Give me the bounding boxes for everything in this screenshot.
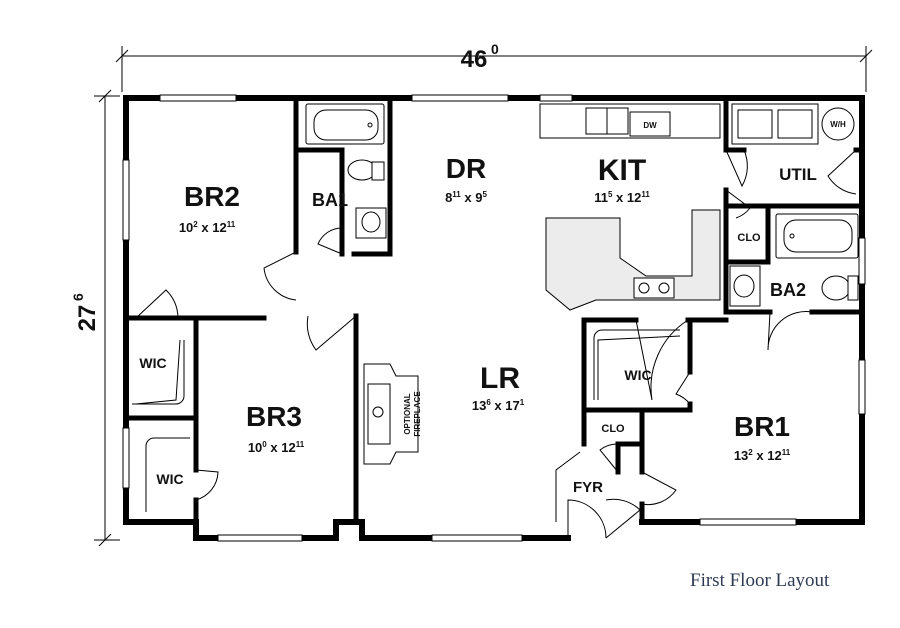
kitchen-fixtures: DW W/H [539, 103, 855, 311]
fireplace-label-line1: OPTIONAL [403, 393, 412, 434]
width-label: 46 [461, 46, 488, 73]
br3-dimensions: 100 x 1211 [248, 440, 305, 455]
kit-name: KIT [598, 154, 646, 187]
closet-shelves [132, 329, 681, 522]
width-dimension: 46 0 [115, 41, 873, 92]
fyr-name: FYR [573, 479, 603, 496]
room-clo-lower: CLO [601, 423, 625, 435]
kit-dimensions: 115 x 1211 [594, 190, 650, 205]
wic-right-name: WIC [624, 367, 651, 383]
depth-dimension: 27 6 [70, 89, 120, 547]
br1-name: BR1 [734, 411, 790, 442]
optional-fireplace: OPTIONAL FIREPLACE [363, 363, 422, 465]
plan-caption: First Floor Layout [690, 570, 830, 591]
windows [122, 94, 866, 542]
room-util: UTIL [779, 165, 817, 184]
clo-upper-name: CLO [737, 232, 761, 244]
room-wic-right: WIC [624, 367, 651, 383]
util-name: UTIL [779, 165, 817, 184]
interior-walls [123, 95, 865, 525]
dr-dimensions: 811 x 95 [445, 190, 487, 205]
ba2-name: BA2 [770, 280, 806, 300]
wic-left-upper-name: WIC [139, 355, 166, 371]
lr-dimensions: 136 x 171 [472, 398, 525, 413]
dr-name: DR [446, 153, 486, 184]
room-ba2: BA2 [770, 280, 806, 300]
bath-fixtures [305, 103, 859, 307]
water-heater-label: W/H [830, 120, 846, 129]
wic-left-lower-name: WIC [156, 471, 183, 487]
doors [135, 149, 857, 539]
room-ba1: BA1 [312, 190, 348, 210]
clo-lower-name: CLO [601, 423, 625, 435]
fireplace-label-line2: FIREPLACE [413, 391, 422, 437]
br1-dimensions: 132 x 1211 [734, 448, 791, 463]
br3-name: BR3 [246, 401, 302, 432]
room-fyr: FYR [573, 479, 603, 496]
room-br2: BR2 102 x 1211 [179, 181, 240, 235]
room-clo-upper: CLO [737, 232, 761, 244]
room-dr: DR 811 x 95 [445, 153, 487, 205]
room-wic-left-upper: WIC [139, 355, 166, 371]
br2-name: BR2 [184, 181, 240, 212]
ba1-name: BA1 [312, 190, 348, 210]
depth-label-sup: 6 [70, 293, 86, 301]
width-label-sup: 0 [491, 41, 499, 57]
lr-name: LR [480, 362, 520, 395]
room-lr: LR 136 x 171 [472, 362, 525, 413]
depth-label: 27 [74, 305, 101, 332]
room-br3: BR3 100 x 1211 [246, 401, 305, 455]
room-wic-left-lower: WIC [156, 471, 183, 487]
room-br1: BR1 132 x 1211 [734, 411, 791, 463]
dishwasher-label: DW [643, 121, 657, 130]
br2-dimensions: 102 x 1211 [179, 220, 236, 235]
room-kit: KIT 115 x 1211 [594, 154, 650, 205]
